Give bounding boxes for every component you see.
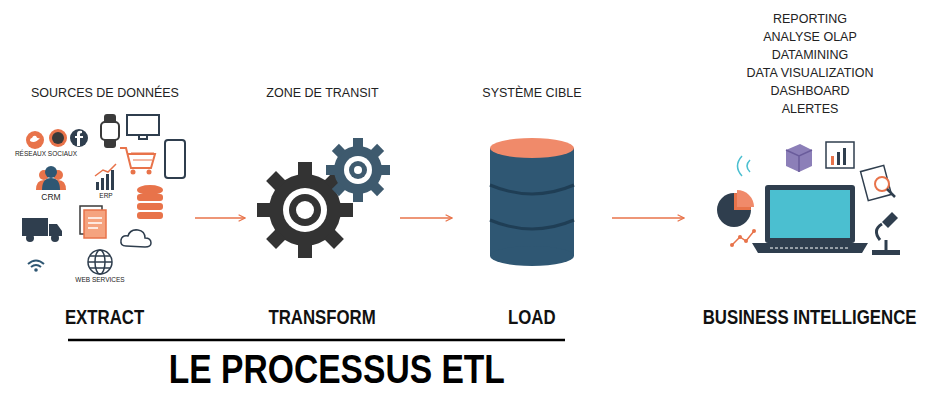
stage-heading: DATAMINING — [772, 46, 849, 64]
truck-icon — [22, 218, 62, 242]
stage-group: REPORTINGANALYSE OLAPDATAMININGDATA VISU… — [684, 10, 936, 330]
stage-heading: SYSTÈME CIBLE — [482, 84, 581, 102]
stage-heading: DATA VISUALIZATION — [746, 64, 873, 82]
flow-arrow — [195, 217, 245, 219]
stage-label: EXTRACT — [65, 304, 144, 330]
stage-label: BUSINESS INTELLIGENCE — [703, 304, 917, 330]
icon-label: RÉSEAUX SOCIAUX — [15, 150, 77, 159]
cloud-icon — [121, 230, 151, 247]
social-icon — [26, 131, 44, 149]
stage-heading: DASHBOARD — [770, 82, 849, 100]
stage-heading: ZONE DE TRANSIT — [266, 84, 378, 102]
stage-heading: ANALYSE OLAP — [763, 28, 857, 46]
flow-arrow — [612, 217, 684, 219]
icon-label: WEB SERVICES — [75, 276, 124, 285]
wifi-icon — [28, 261, 44, 268]
diagram-title: LE PROCESSUS ETL — [169, 346, 471, 392]
bi-illustration — [717, 142, 900, 255]
flow-arrow — [400, 217, 452, 219]
database-cylinder — [490, 138, 574, 266]
stage-label: TRANSFORM — [269, 304, 376, 330]
stage-group: SYSTÈME CIBLE LOAD — [452, 84, 612, 330]
underline — [68, 339, 565, 342]
database-icon — [137, 185, 163, 219]
stage-label: LOAD — [508, 304, 556, 330]
stage-heading: SOURCES DE DONNÉES — [31, 84, 179, 102]
icon-label: CRM — [41, 192, 60, 203]
document-icon — [80, 206, 106, 238]
stage-group: SOURCES DE DONNÉES EXTRACT — [15, 84, 195, 330]
gears-icon — [237, 125, 403, 278]
phone-icon — [165, 140, 185, 178]
globe-icon — [88, 250, 112, 274]
cart-icon — [120, 148, 155, 168]
stage-heading: REPORTING — [773, 10, 847, 28]
stage-heading: ALERTES — [782, 100, 839, 118]
icon-label: ERP — [99, 192, 112, 201]
stage-group: ZONE DE TRANSIT TRANSFORM — [245, 84, 400, 330]
monitor-icon — [127, 115, 159, 135]
